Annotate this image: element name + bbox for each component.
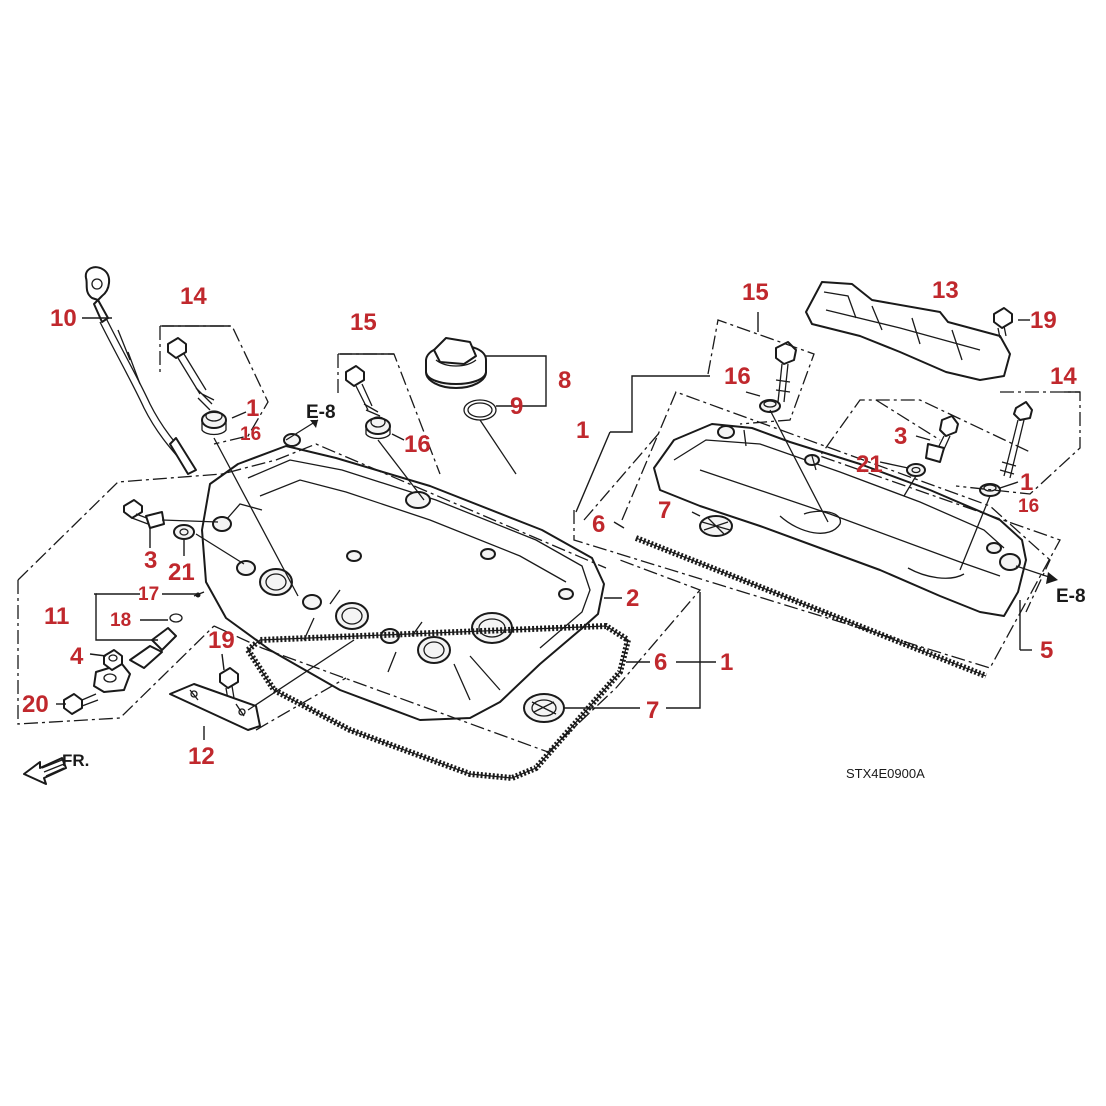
- bolt-19-left[interactable]: [219, 667, 239, 701]
- callout-2[interactable]: 2: [626, 585, 639, 612]
- callout-16-c[interactable]: 16: [724, 363, 751, 390]
- bolt-14-left[interactable]: [167, 337, 215, 411]
- sensor-assembly[interactable]: [93, 591, 205, 693]
- callout-6-left[interactable]: 6: [654, 649, 667, 676]
- callout-3-right[interactable]: 3: [894, 423, 907, 450]
- callout-9[interactable]: 9: [510, 393, 523, 420]
- callout-5[interactable]: 5: [1040, 637, 1053, 664]
- callout-7-left[interactable]: 7: [646, 697, 659, 724]
- washer-21-left[interactable]: [173, 524, 195, 540]
- callout-1-b[interactable]: 1: [720, 649, 733, 676]
- callout-17[interactable]: 17: [138, 584, 159, 605]
- callout-14-right[interactable]: 14: [1050, 363, 1077, 390]
- bolt-20[interactable]: [63, 693, 99, 715]
- ref-label-e8-left: E-8: [306, 402, 336, 423]
- callout-7-right[interactable]: 7: [658, 497, 671, 524]
- callout-14-left[interactable]: 14: [180, 283, 207, 310]
- callout-13[interactable]: 13: [932, 277, 959, 304]
- stud-bolt-3-right[interactable]: [925, 415, 959, 463]
- callout-19-left[interactable]: 19: [208, 627, 235, 654]
- callout-16-d[interactable]: 16: [1018, 496, 1039, 517]
- callout-21-right[interactable]: 21: [856, 451, 883, 478]
- head-cover-rear[interactable]: [653, 423, 1027, 617]
- bolt-14-right[interactable]: [999, 401, 1033, 479]
- bolt-15-right[interactable]: [775, 341, 797, 403]
- callout-18[interactable]: 18: [110, 610, 131, 631]
- plug-seal-7-rear[interactable]: [699, 515, 733, 537]
- callout-19-right[interactable]: 19: [1030, 307, 1057, 334]
- callout-15-left[interactable]: 15: [350, 309, 377, 336]
- dipstick[interactable]: [84, 266, 197, 475]
- callout-3-left[interactable]: 3: [144, 547, 157, 574]
- grommet-16-centre[interactable]: [365, 416, 391, 440]
- o-ring-9[interactable]: [463, 399, 497, 421]
- callout-12[interactable]: 12: [188, 743, 215, 770]
- bolt-15-left[interactable]: [345, 365, 381, 417]
- callout-15-right[interactable]: 15: [742, 279, 769, 306]
- grommet-16-right-centre[interactable]: [759, 399, 781, 413]
- callout-1-a[interactable]: 1: [246, 395, 259, 422]
- ref-arrow-e8-left: [285, 419, 319, 441]
- bolt-4[interactable]: [103, 649, 123, 671]
- leader-lines: [56, 312, 1080, 740]
- callout-16-a[interactable]: 16: [240, 424, 261, 445]
- drawing-code: STX4E0900A: [846, 766, 925, 781]
- callout-16-b[interactable]: 16: [404, 431, 431, 458]
- plug-seal-7-front[interactable]: [523, 693, 565, 723]
- callout-1-c[interactable]: 1: [576, 417, 589, 444]
- grommet-16-left[interactable]: [201, 410, 227, 436]
- stud-bolt-3-left[interactable]: [123, 499, 165, 529]
- callout-21-left[interactable]: 21: [168, 559, 195, 586]
- callout-4[interactable]: 4: [70, 643, 84, 670]
- callout-10[interactable]: 10: [50, 305, 77, 332]
- callout-11[interactable]: 11: [44, 603, 69, 630]
- callout-1-d[interactable]: 1: [1020, 469, 1033, 496]
- head-cover-front[interactable]: [201, 433, 605, 721]
- oil-filler-cap[interactable]: [425, 337, 487, 389]
- direction-label: FR.: [62, 751, 89, 770]
- ref-label-e8-right: E-8: [1056, 586, 1086, 607]
- bracket-12[interactable]: [169, 683, 261, 731]
- bolt-19-right[interactable]: [993, 307, 1013, 339]
- cover-13[interactable]: [805, 281, 1011, 381]
- ref-arrow-e8-right: [1015, 565, 1058, 584]
- callout-20[interactable]: 20: [22, 691, 49, 718]
- washer-21-right[interactable]: [906, 463, 926, 477]
- callout-8[interactable]: 8: [558, 367, 571, 394]
- callout-6-right[interactable]: 6: [592, 511, 605, 538]
- gasket-front[interactable]: [244, 622, 632, 782]
- front-arrow-icon: [23, 757, 67, 785]
- gasket-rear[interactable]: [634, 535, 988, 679]
